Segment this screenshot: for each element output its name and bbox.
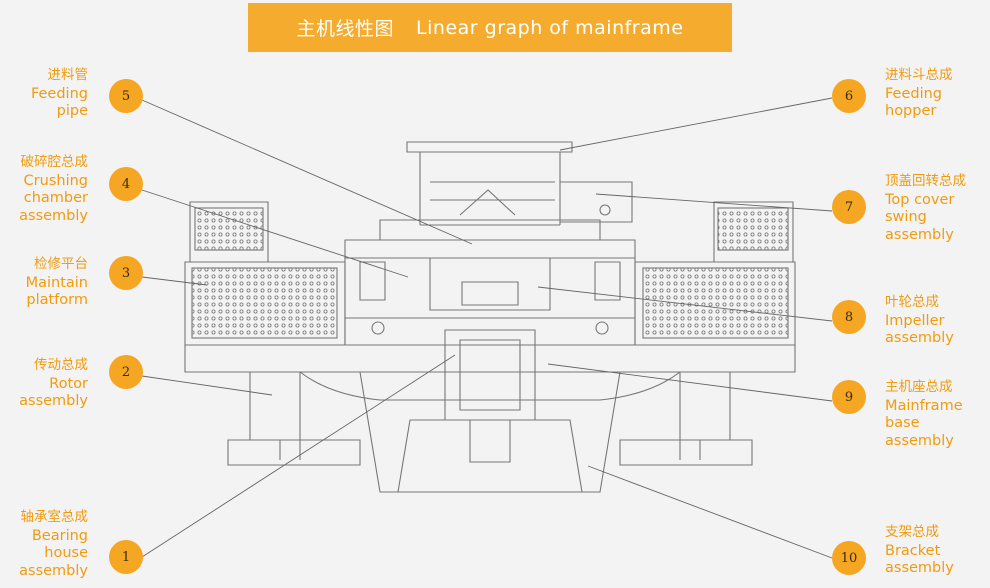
part-label-10: 支架总成 Bracket assembly xyxy=(885,524,954,576)
part-label-2: 传动总成 Rotor assembly xyxy=(19,357,88,409)
part-label-4: 破碎腔总成 Crushing chamber assembly xyxy=(19,154,88,224)
title-en: Linear graph of mainframe xyxy=(416,16,684,39)
part-badge-3: 3 xyxy=(109,256,143,290)
part-label-9: 主机座总成 Mainframe base assembly xyxy=(885,379,963,449)
part-label-7: 顶盖回转总成 Top cover swing assembly xyxy=(885,173,966,243)
part-badge-6: 6 xyxy=(832,79,866,113)
part-label-1: 轴承室总成 Bearing house assembly xyxy=(19,509,88,579)
part-label-3: 检修平台 Maintain platform xyxy=(25,256,88,308)
part-badge-8: 8 xyxy=(832,300,866,334)
part-badge-4: 4 xyxy=(109,167,143,201)
part-label-6: 进料斗总成 Feeding hopper xyxy=(885,67,953,119)
title-cn: 主机线性图 xyxy=(296,18,395,40)
part-badge-1: 1 xyxy=(109,540,143,574)
part-badge-10: 10 xyxy=(832,541,866,575)
part-badge-7: 7 xyxy=(832,190,866,224)
diagram-title: 主机线性图 Linear graph of mainframe xyxy=(248,3,732,52)
part-label-5: 进料管 Feeding pipe xyxy=(30,67,88,119)
part-badge-5: 5 xyxy=(109,79,143,113)
part-label-8: 叶轮总成 Impeller assembly xyxy=(885,294,954,346)
part-badge-2: 2 xyxy=(109,355,143,389)
part-badge-9: 9 xyxy=(832,380,866,414)
